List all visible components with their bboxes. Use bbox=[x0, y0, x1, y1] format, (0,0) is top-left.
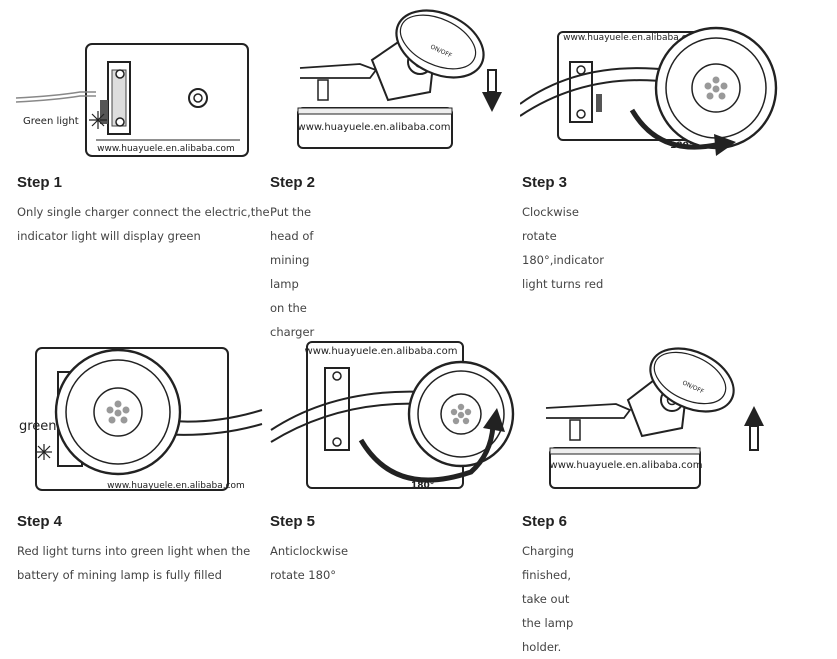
step-3: www.huayuele.en.alibaba.com 180° Step 3 … bbox=[0, 0, 778, 300]
step-3-illustration: www.huayuele.en.alibaba.com 180° bbox=[520, 26, 778, 156]
step-1: www.huayuele.en.alibaba.com Green light … bbox=[0, 0, 270, 300]
step-1-description: Only single charger connect the electric… bbox=[17, 200, 270, 248]
step-1-desc-line: indicator light will display green bbox=[17, 229, 201, 243]
step-5-description: Anticlockwise rotate 180° bbox=[270, 539, 348, 587]
step-4-illustration: www.huayuele.en.alibaba.com green bbox=[19, 347, 263, 491]
step-6-title: Step 6 bbox=[522, 513, 568, 530]
step-4: www.huayuele.en.alibaba.com green Step 4… bbox=[0, 0, 270, 601]
step-1-desc-line: Only single charger connect the electric… bbox=[17, 205, 270, 219]
down-arrow-icon bbox=[482, 69, 502, 112]
step-1-title: Step 1 bbox=[17, 174, 63, 191]
step-5-illustration: www.huayuele.en.alibaba.com 180° bbox=[270, 341, 515, 491]
up-arrow-icon bbox=[744, 406, 764, 451]
step-3-description: Clockwise rotate 180°,indicator light tu… bbox=[522, 200, 604, 296]
step-1-indicator-label: Green light bbox=[23, 116, 79, 127]
step-5-angle-label: 180° bbox=[411, 481, 434, 491]
step-6-desc-line: Charging finished, take out the lamp hol… bbox=[522, 544, 574, 654]
step-4-desc-line: battery of mining lamp is fully filled bbox=[17, 568, 222, 582]
step-1-watermark: www.huayuele.en.alibaba.com bbox=[97, 144, 235, 154]
step-6-illustration: www.huayuele.en.alibaba.com ON/OFF bbox=[545, 347, 764, 489]
step-4-indicator-label: green bbox=[19, 419, 57, 434]
step-1-illustration: www.huayuele.en.alibaba.com Green light bbox=[15, 43, 249, 157]
step-2-desc-line: Put the head of mining lamp on the charg… bbox=[270, 205, 315, 339]
step-3-title: Step 3 bbox=[522, 174, 568, 191]
step-2: www.huayuele.en.alibaba.com ON/OFF Step … bbox=[0, 0, 502, 339]
step-2-watermark: www.huayuele.en.alibaba.com bbox=[298, 122, 451, 133]
step-4-desc-line: Red light turns into green light when th… bbox=[17, 544, 251, 558]
step-4-watermark: www.huayuele.en.alibaba.com bbox=[107, 481, 245, 491]
step-3-angle-label: 180° bbox=[670, 141, 693, 151]
step-3-watermark: www.huayuele.en.alibaba.com bbox=[563, 33, 701, 43]
step-3-desc-line: Clockwise rotate 180°,indicator light tu… bbox=[522, 205, 604, 291]
step-6-watermark: www.huayuele.en.alibaba.com bbox=[550, 460, 703, 471]
step-6-description: Charging finished, take out the lamp hol… bbox=[522, 539, 574, 659]
step-4-title: Step 4 bbox=[17, 513, 63, 530]
step-6: www.huayuele.en.alibaba.com ON/OFF Step … bbox=[0, 0, 764, 654]
step-2-description: Put the head of mining lamp on the charg… bbox=[270, 200, 314, 344]
step-5-desc-line: Anticlockwise rotate 180° bbox=[270, 544, 349, 582]
step-5-title: Step 5 bbox=[270, 513, 316, 530]
step-5-watermark: www.huayuele.en.alibaba.com bbox=[305, 346, 458, 357]
step-5: www.huayuele.en.alibaba.com 180° Step 5 … bbox=[0, 0, 515, 601]
step-2-title: Step 2 bbox=[270, 174, 316, 191]
step-4-description: Red light turns into green light when th… bbox=[17, 539, 250, 587]
step-2-illustration: www.huayuele.en.alibaba.com ON/OFF bbox=[297, 9, 502, 149]
